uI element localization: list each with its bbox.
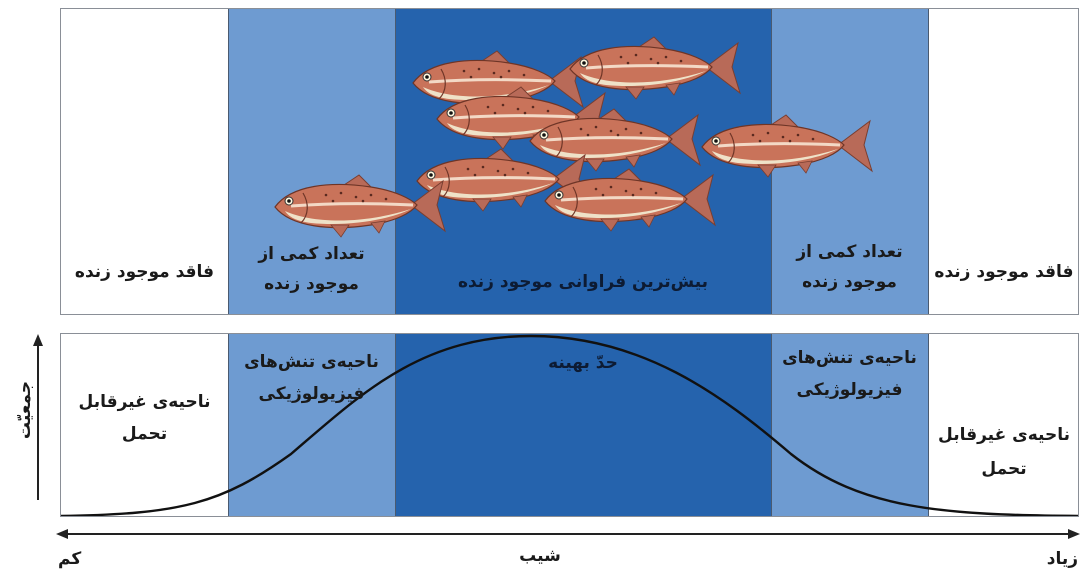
- label-right-stress: ناحیه‌ی تنش‌های فیزیولوژیکی: [771, 342, 928, 406]
- fish-2: [568, 35, 742, 101]
- label-right-few: تعداد کمی از موجود زنده: [771, 237, 928, 297]
- x-axis-high-label: زیاد: [1046, 549, 1078, 569]
- label-center-max: بیش‌ترین فراوانی موجود زنده: [457, 272, 709, 292]
- label-right-stress-line2: فیزیولوژیکی: [796, 380, 903, 400]
- label-left-stress: ناحیه‌ی تنش‌های فیزیولوژیکی: [228, 346, 395, 410]
- label-optimum: حدّ بهینه: [548, 353, 618, 373]
- label-right-few-line2: موجود زنده: [802, 272, 897, 292]
- label-right-stress-line1: ناحیه‌ی تنش‌های: [782, 348, 917, 368]
- top-panel: فاقد موجود زنده تعداد کمی از موجود زنده …: [60, 8, 1079, 315]
- y-axis-label: جمعیّت: [15, 380, 35, 440]
- label-left-stress-line1: ناحیه‌ی تنش‌های: [244, 352, 379, 372]
- label-left-intolerance: ناحیه‌ی غیرقابل تحمل: [61, 386, 228, 450]
- fish-6: [700, 113, 874, 179]
- label-left-few-line1: تعداد کمی از: [258, 244, 365, 264]
- x-axis-label: شیب: [519, 546, 561, 566]
- label-right-intolerance-line2: تحمل: [981, 459, 1027, 479]
- label-right-intolerance-line1: ناحیه‌ی غیرقابل: [938, 425, 1070, 445]
- x-axis-low-label: کم: [58, 549, 82, 569]
- label-left-intolerance-line2: تحمل: [121, 424, 168, 444]
- population-curve: [61, 334, 1078, 516]
- bottom-panel: ناحیه‌ی غیرقابل تحمل ناحیه‌ی تنش‌های فیز…: [60, 333, 1079, 517]
- label-right-intolerance: ناحیه‌ی غیرقابل تحمل: [928, 418, 1078, 486]
- zone-right-none: [928, 9, 1078, 314]
- label-right-few-line1: تعداد کمی از: [796, 242, 903, 262]
- label-left-intolerance-line1: ناحیه‌ی غیرقابل: [78, 392, 211, 412]
- label-left-few: تعداد کمی از موجود زنده: [228, 239, 395, 299]
- label-left-stress-line2: فیزیولوژیکی: [258, 384, 365, 404]
- zone-left-few: [228, 9, 395, 314]
- zone-left-none: [61, 9, 228, 314]
- zone-left-stress: [228, 334, 395, 516]
- zone-right-intolerance: [928, 334, 1078, 516]
- label-left-none: فاقد موجود زنده: [74, 262, 215, 282]
- zone-left-intolerance: [61, 334, 228, 516]
- label-left-few-line2: موجود زنده: [264, 274, 359, 294]
- label-right-none: فاقد موجود زنده: [934, 262, 1074, 282]
- zone-right-stress: [771, 334, 928, 516]
- zone-optimum: [395, 334, 771, 516]
